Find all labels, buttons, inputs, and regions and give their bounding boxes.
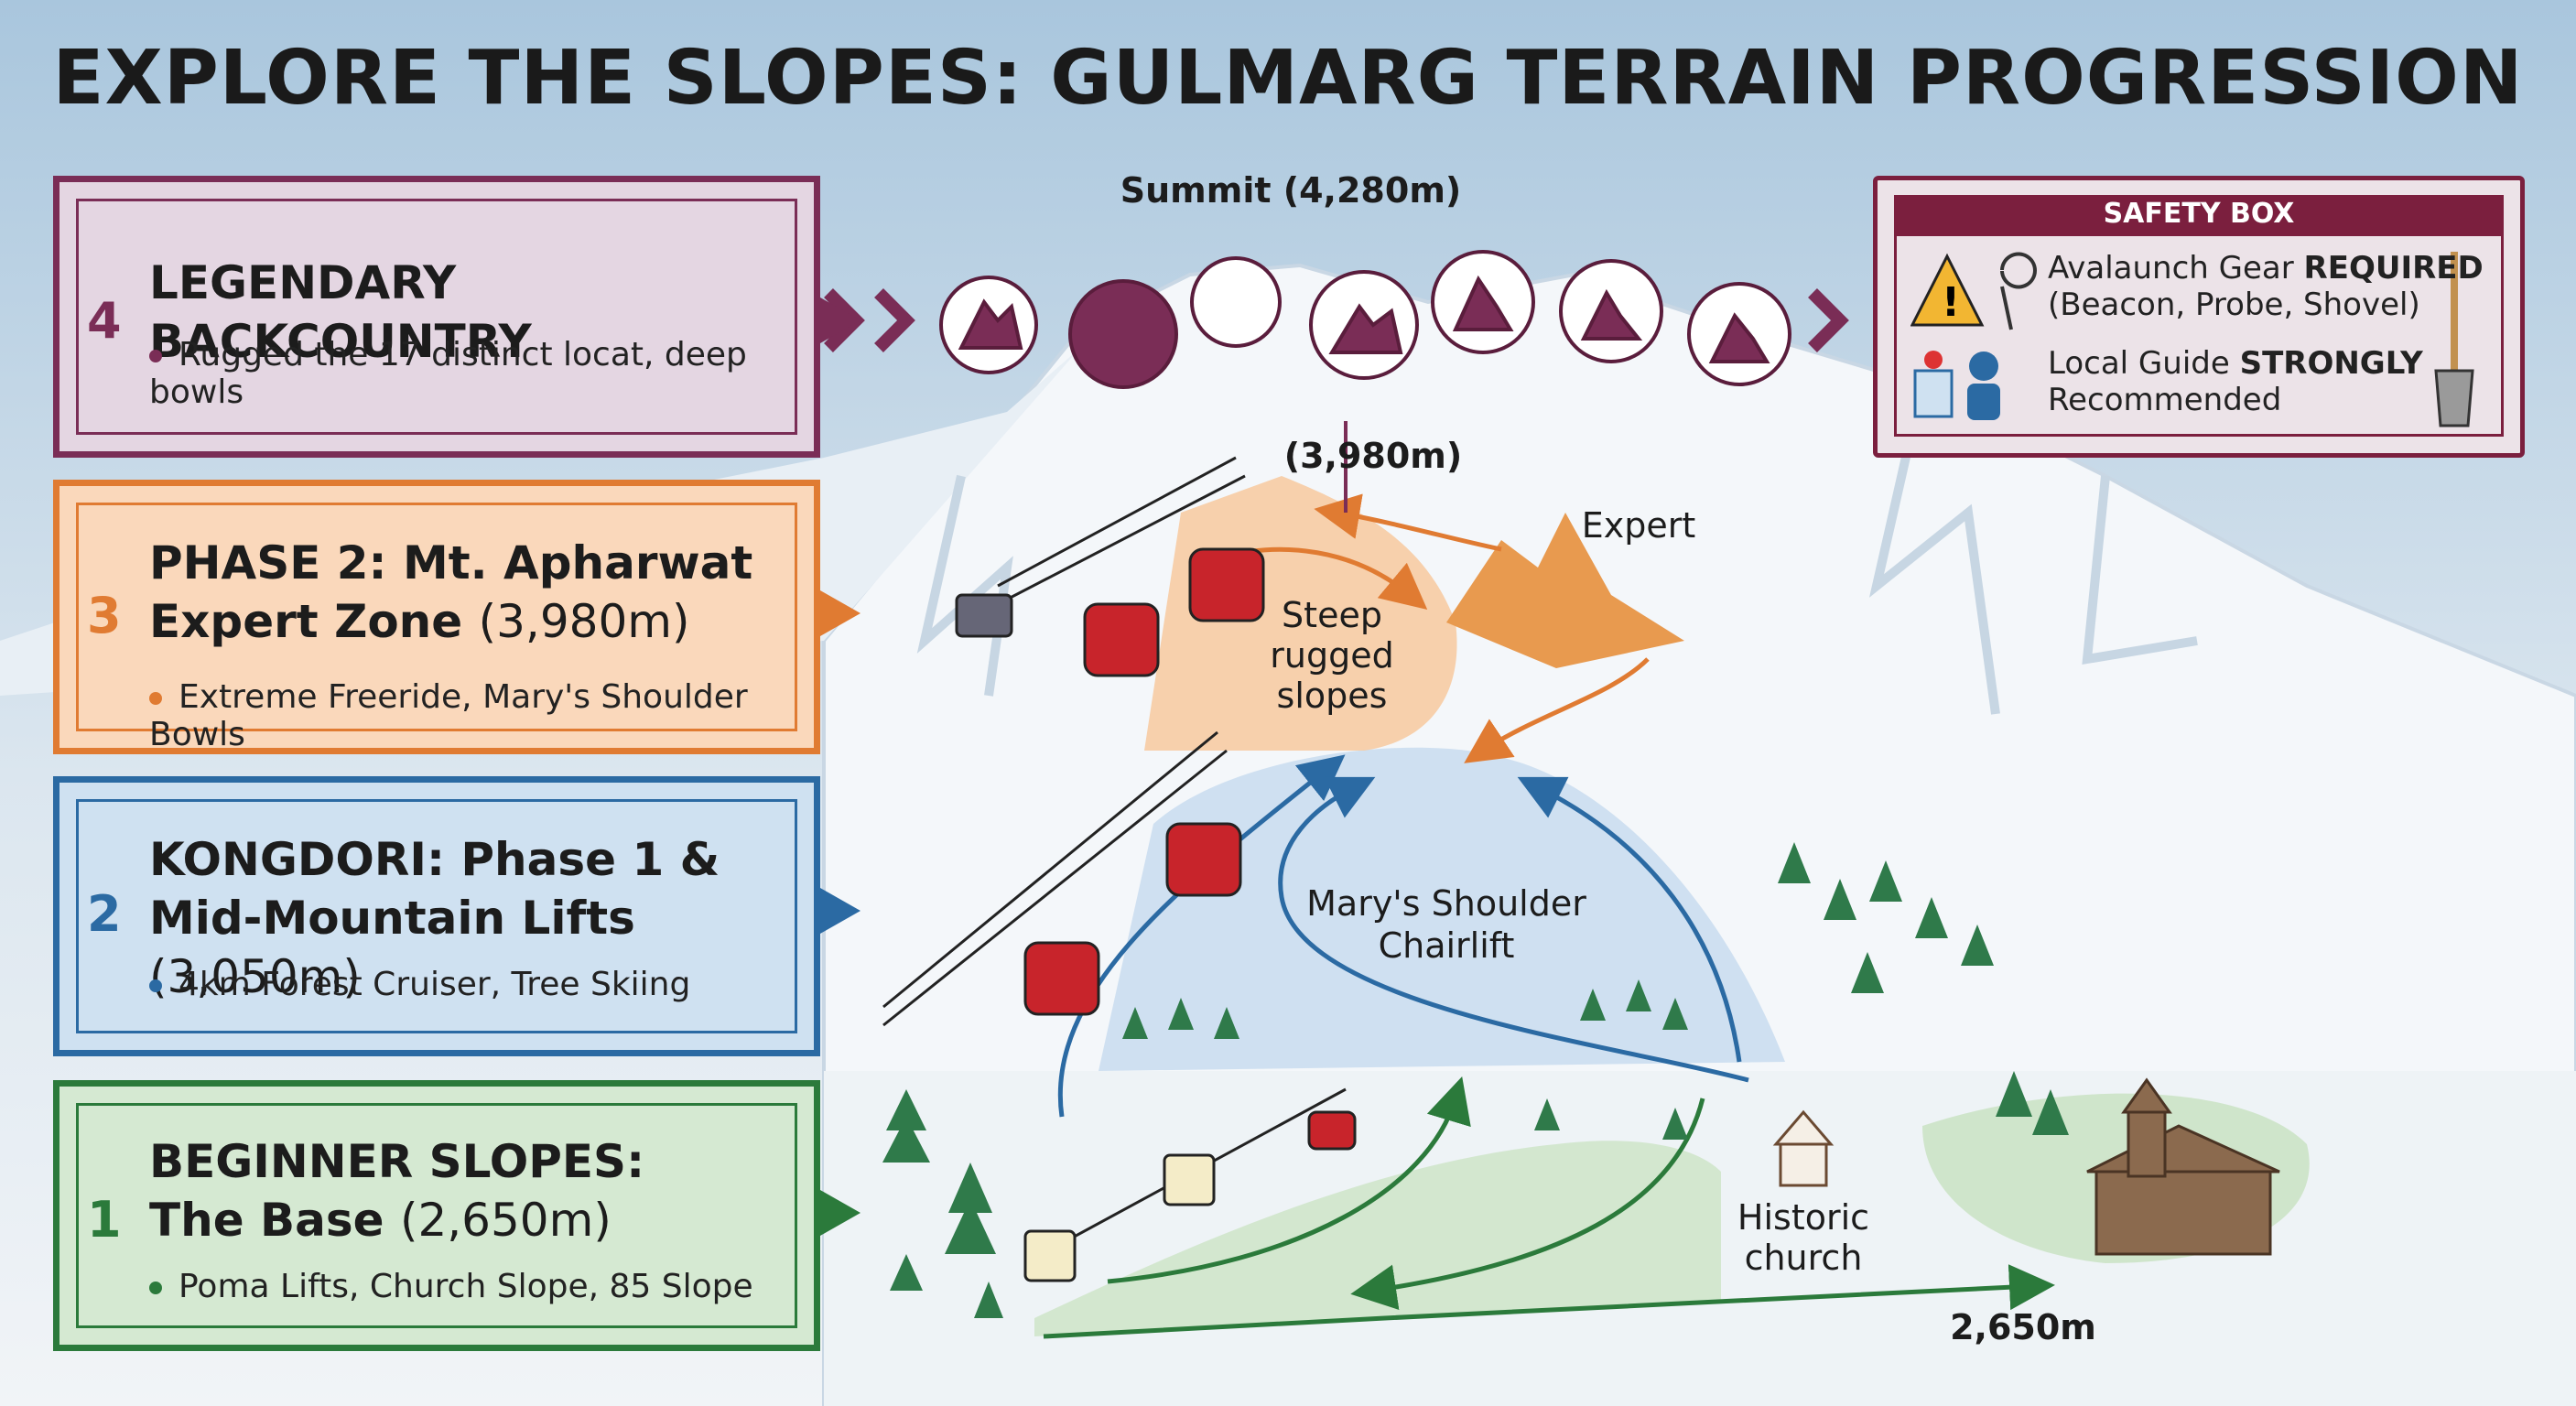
phase-detail: Rugged the 17 distinct locat, deep bowls [149, 336, 747, 411]
phase-detail: 4km Forest Cruiser, Tree Skiing [149, 966, 796, 1003]
phase-number: 2 [87, 885, 122, 943]
phase-detail: Extreme Freeride, Mary's Shoulder Bowls [149, 678, 748, 753]
gondola-cable-lower [882, 730, 1218, 1009]
arrow-expert-2 [1314, 493, 1502, 552]
panel-beginner: 1 BEGINNER SLOPES:The Base (2,650m) Poma… [53, 1080, 820, 1351]
gondola-station [955, 593, 1013, 638]
shovel-icon [2434, 252, 2474, 427]
arrow-base-3 [1350, 1098, 1705, 1311]
chevron-right [1808, 288, 1849, 352]
church-large [2086, 1077, 2280, 1256]
safety-line-gear: Avalaunch Gear REQUIRED(Beacon, Probe, S… [2048, 250, 2484, 323]
panel-backcountry: 4 LEGENDARY BACKCOUNTRY Rugged the 17 di… [53, 176, 820, 458]
base-elevation-label: 2,650m [1950, 1307, 2096, 1347]
warning-icon: ! [1910, 252, 2037, 330]
arrow-mid-2 [1278, 776, 1749, 1083]
safety-title: SAFETY BOX [1894, 195, 2504, 233]
expert-peak [1446, 513, 1684, 668]
expert-zone [1144, 476, 1457, 751]
gondola-cabin [1023, 547, 1357, 1151]
arrow-expert-3 [1464, 657, 1650, 763]
expert-label: Expert [1581, 505, 1696, 546]
phase-heading: BEGINNER SLOPES:The Base (2,650m) [149, 1135, 645, 1247]
phase-number: 1 [87, 1191, 122, 1249]
gondola-cable-upper [997, 456, 1237, 588]
svg-text:!: ! [1942, 279, 1960, 326]
phase-number: 3 [87, 587, 122, 644]
trees [882, 842, 2069, 1318]
poma-sign [1023, 1153, 1216, 1282]
safety-box: SAFETY BOX ! Avalaunch Gear REQUIRED(Bea… [1873, 176, 2525, 458]
phase-heading: LEGENDARY BACKCOUNTRY [149, 256, 532, 368]
phase-detail: Poma Lifts, Church Slope, 85 Slope [149, 1268, 796, 1305]
page-title: EXPLORE THE SLOPES: GULMARG TERRAIN PROG… [52, 35, 2524, 122]
arrow-mid-1 [1057, 754, 1346, 1118]
phase-heading: KONGDORI: Phase 1 &Mid-Mountain Lifts (3… [149, 833, 720, 1003]
panel-mid-mountain: 2 KONGDORI: Phase 1 &Mid-Mountain Lifts … [53, 776, 820, 1056]
church-small [1772, 1109, 1835, 1187]
arrow-base-1 [1043, 1264, 2055, 1339]
summit-label: Summit (4,280m) [1120, 170, 1462, 211]
guide-icon [1913, 351, 2000, 420]
arrow-base-2 [1107, 1076, 1471, 1284]
summit-peaks [939, 250, 1791, 389]
phase-number: 4 [87, 292, 122, 350]
base-zone [1034, 1141, 1721, 1336]
mid-zone [1099, 747, 1785, 1071]
arrow-mid-3 [1517, 776, 1742, 1063]
elevation-label: (3,980m) [1283, 436, 1463, 476]
